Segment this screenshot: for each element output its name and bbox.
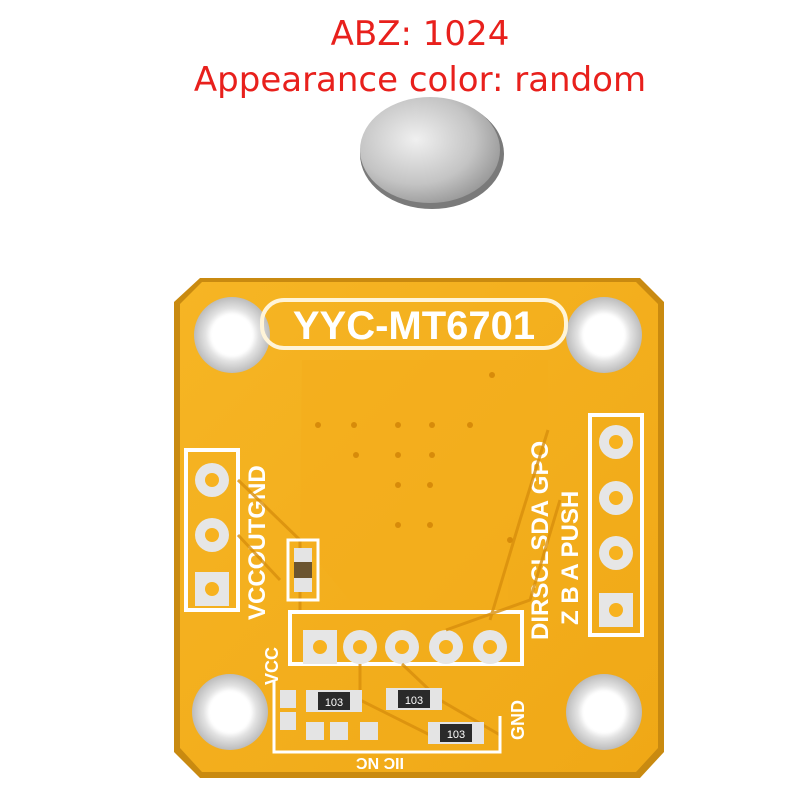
right-header-pins xyxy=(599,425,633,627)
pcb-board: YYC-MT6701 VCCOUTGND DIRSCLSDA G xyxy=(174,278,664,778)
left-header-pins xyxy=(195,463,229,606)
via-dots xyxy=(315,372,513,543)
right-header-outline xyxy=(588,413,644,637)
magnet xyxy=(360,97,504,209)
svg-text:103: 103 xyxy=(447,729,465,741)
label-gnd: GND xyxy=(508,700,528,740)
left-header-outline xyxy=(184,448,240,612)
title-box xyxy=(260,298,568,350)
label-vcc: VCC xyxy=(262,647,282,685)
mounting-hole-bl xyxy=(192,674,268,750)
label-iic-nc: IIC NC xyxy=(356,754,404,771)
caption-color: Appearance color: random xyxy=(193,60,647,100)
mounting-hole-br xyxy=(566,674,642,750)
svg-text:103: 103 xyxy=(325,697,343,709)
right-header-label-top: DIRSCLSDA GPO xyxy=(527,441,554,640)
bottom-header-outline xyxy=(288,610,524,666)
caption-abz: ABZ: 1024 xyxy=(330,14,510,54)
resistor-2: 103 xyxy=(386,688,442,710)
smd-pad-pair xyxy=(280,690,378,740)
svg-text:103: 103 xyxy=(405,695,423,707)
board-title: YYC-MT6701 xyxy=(293,304,535,348)
right-header-label-mid: Z B A PUSH xyxy=(557,491,584,625)
bottom-header-pins xyxy=(303,630,507,664)
resistor-3: 103 xyxy=(428,722,484,744)
mounting-hole-tr xyxy=(566,297,642,373)
mounting-hole-tl xyxy=(194,297,270,373)
resistor-1: 103 xyxy=(306,690,362,712)
